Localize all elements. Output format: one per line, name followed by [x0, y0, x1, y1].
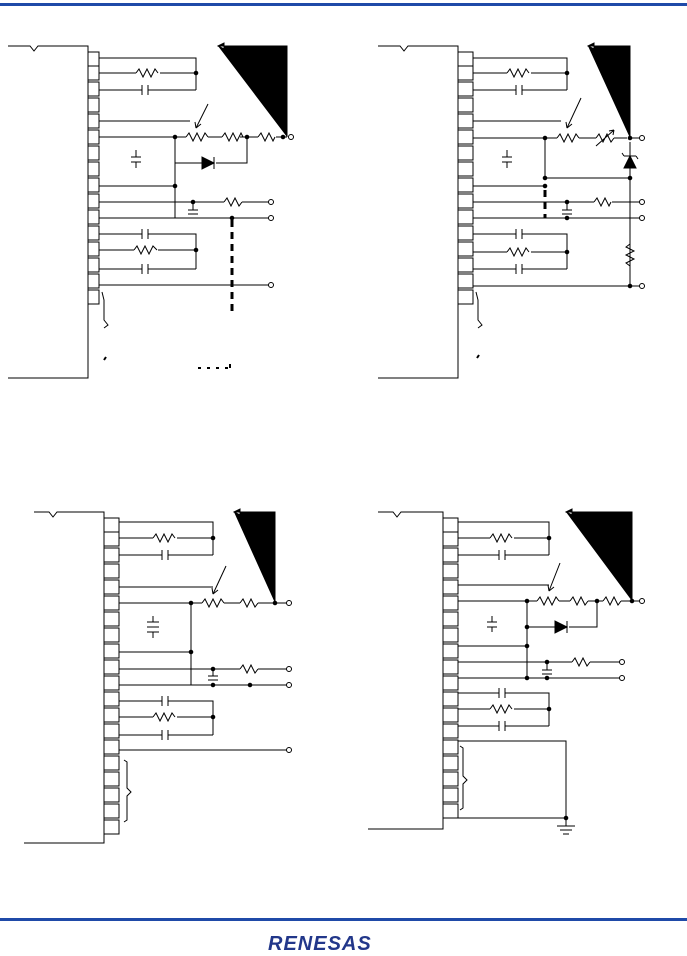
capacitor-a1 — [141, 85, 149, 95]
footer-rule — [0, 918, 687, 921]
resistor-b4 — [624, 243, 636, 267]
circuit-d — [368, 508, 645, 835]
header-rule — [0, 3, 687, 6]
ic-body-b — [378, 45, 459, 379]
capacitor-d4 — [498, 688, 506, 731]
resistor-b1 — [506, 67, 530, 79]
bracket-c — [123, 759, 132, 823]
variable-resistor-b — [595, 129, 615, 147]
capacitor-c1 — [161, 550, 169, 560]
pin-column-b — [457, 51, 474, 305]
arrow-pointer-b — [566, 97, 582, 129]
arrow-pointer-c — [212, 565, 227, 595]
ground-symbol-d — [557, 818, 575, 835]
resistor-a5 — [133, 244, 158, 256]
arrow-pointer-a — [195, 103, 209, 129]
capacitor-b3 — [562, 202, 572, 215]
potentiometer-c — [201, 597, 225, 609]
circuit-a — [8, 42, 294, 379]
capacitor-b4 — [515, 229, 523, 274]
resistor-c1 — [152, 532, 176, 544]
capacitor-b1 — [515, 85, 523, 95]
resistor-d5 — [489, 703, 513, 715]
potentiometer-d — [536, 595, 560, 607]
circuit-c — [24, 508, 292, 844]
resistor-c2 — [239, 597, 259, 609]
resistor-d3 — [602, 595, 622, 607]
capacitor-c2 — [147, 616, 159, 638]
resistor-d2 — [569, 595, 589, 607]
logo-text: RENESAS — [268, 933, 372, 955]
pin-column-c — [103, 517, 120, 835]
ic-body-c — [24, 511, 105, 844]
zener-diode-a — [201, 156, 216, 170]
resistor-a1 — [135, 67, 159, 79]
resistor-b2 — [593, 196, 612, 208]
renesas-logo: RENESAS — [268, 933, 372, 955]
zener-diode-d — [554, 620, 569, 634]
pin-column-a — [87, 51, 100, 305]
potentiometer-a — [185, 131, 209, 143]
bracket-d — [459, 745, 468, 811]
capacitor-a3 — [188, 202, 198, 215]
capacitor-b2 — [502, 150, 512, 168]
resistor-d1 — [489, 532, 513, 544]
capacitor-a2 — [131, 150, 141, 168]
ic-body-a — [8, 45, 89, 379]
capacitor-d2 — [487, 616, 497, 632]
capacitor-a4 — [141, 229, 149, 274]
resistor-c4 — [152, 711, 176, 723]
resistor-a4 — [223, 196, 243, 208]
capacitor-c3 — [208, 669, 218, 681]
circuit-b — [378, 42, 645, 379]
resistor-d4 — [571, 656, 591, 668]
resistor-b3 — [506, 246, 530, 258]
resistor-a2 — [221, 131, 244, 143]
pin-column-d — [442, 517, 459, 819]
potentiometer-b — [556, 132, 580, 144]
resistor-a3 — [257, 131, 276, 143]
resistor-c3 — [239, 663, 259, 675]
arrow-pointer-d — [548, 562, 561, 592]
capacitor-c4 — [161, 696, 169, 740]
capacitor-d3 — [542, 662, 552, 675]
ic-body-d — [368, 511, 444, 830]
capacitor-d1 — [498, 550, 506, 560]
